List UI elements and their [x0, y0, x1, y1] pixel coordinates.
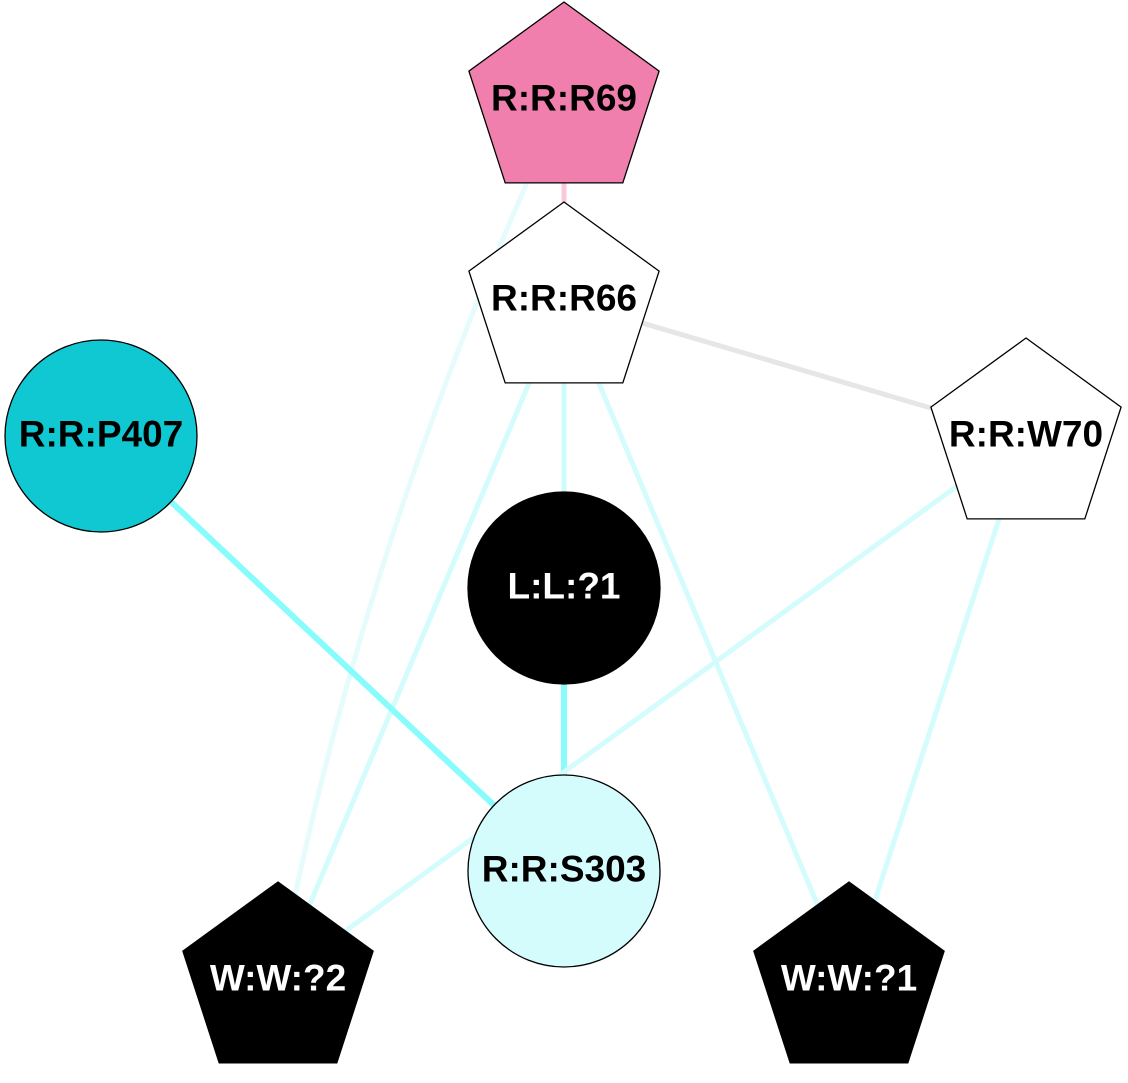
node-r-r-r66[interactable]: R:R:R66	[468, 201, 660, 384]
node-r-r-r69[interactable]: R:R:R69	[468, 1, 660, 184]
node-pentagon-shape	[468, 1, 660, 184]
edge-r-r-r69-to-w-w-2	[275, 98, 567, 981]
node-pentagon-shape	[468, 201, 660, 384]
node-l-l-1[interactable]: L:L:?1	[467, 491, 661, 685]
edge-r-r-w70-to-w-w-1	[846, 435, 1029, 981]
edge-r-r-p407-to-r-r-s303	[98, 433, 567, 874]
node-r-r-w70[interactable]: R:R:W70	[930, 337, 1122, 520]
node-circle-shape	[4, 339, 198, 533]
edge-r-r-w70-to-w-w-2	[276, 433, 1028, 983]
node-label: R:R:R69	[491, 78, 637, 119]
node-label: R:R:P407	[19, 414, 184, 455]
node-w-w-2[interactable]: W:W:?2	[182, 881, 374, 1064]
node-label: R:R:R66	[491, 278, 637, 319]
node-pentagon-shape	[930, 337, 1122, 520]
node-circle-shape	[467, 491, 661, 685]
node-pentagon-shape	[753, 881, 945, 1064]
node-w-w-1[interactable]: W:W:?1	[753, 881, 945, 1064]
node-label: R:R:W70	[949, 414, 1103, 455]
node-r-r-s303[interactable]: R:R:S303	[467, 774, 661, 968]
node-label: R:R:S303	[482, 849, 647, 890]
edge-r-r-r66-to-w-w-1	[561, 299, 852, 981]
node-label: W:W:?2	[210, 958, 346, 999]
node-label: W:W:?1	[781, 958, 917, 999]
edge-r-r-r66-to-w-w-2	[275, 299, 567, 981]
node-r-r-p407[interactable]: R:R:P407	[4, 339, 198, 533]
node-circle-shape	[467, 774, 661, 968]
node-pentagon-shape	[182, 881, 374, 1064]
node-label: L:L:?1	[507, 566, 620, 607]
